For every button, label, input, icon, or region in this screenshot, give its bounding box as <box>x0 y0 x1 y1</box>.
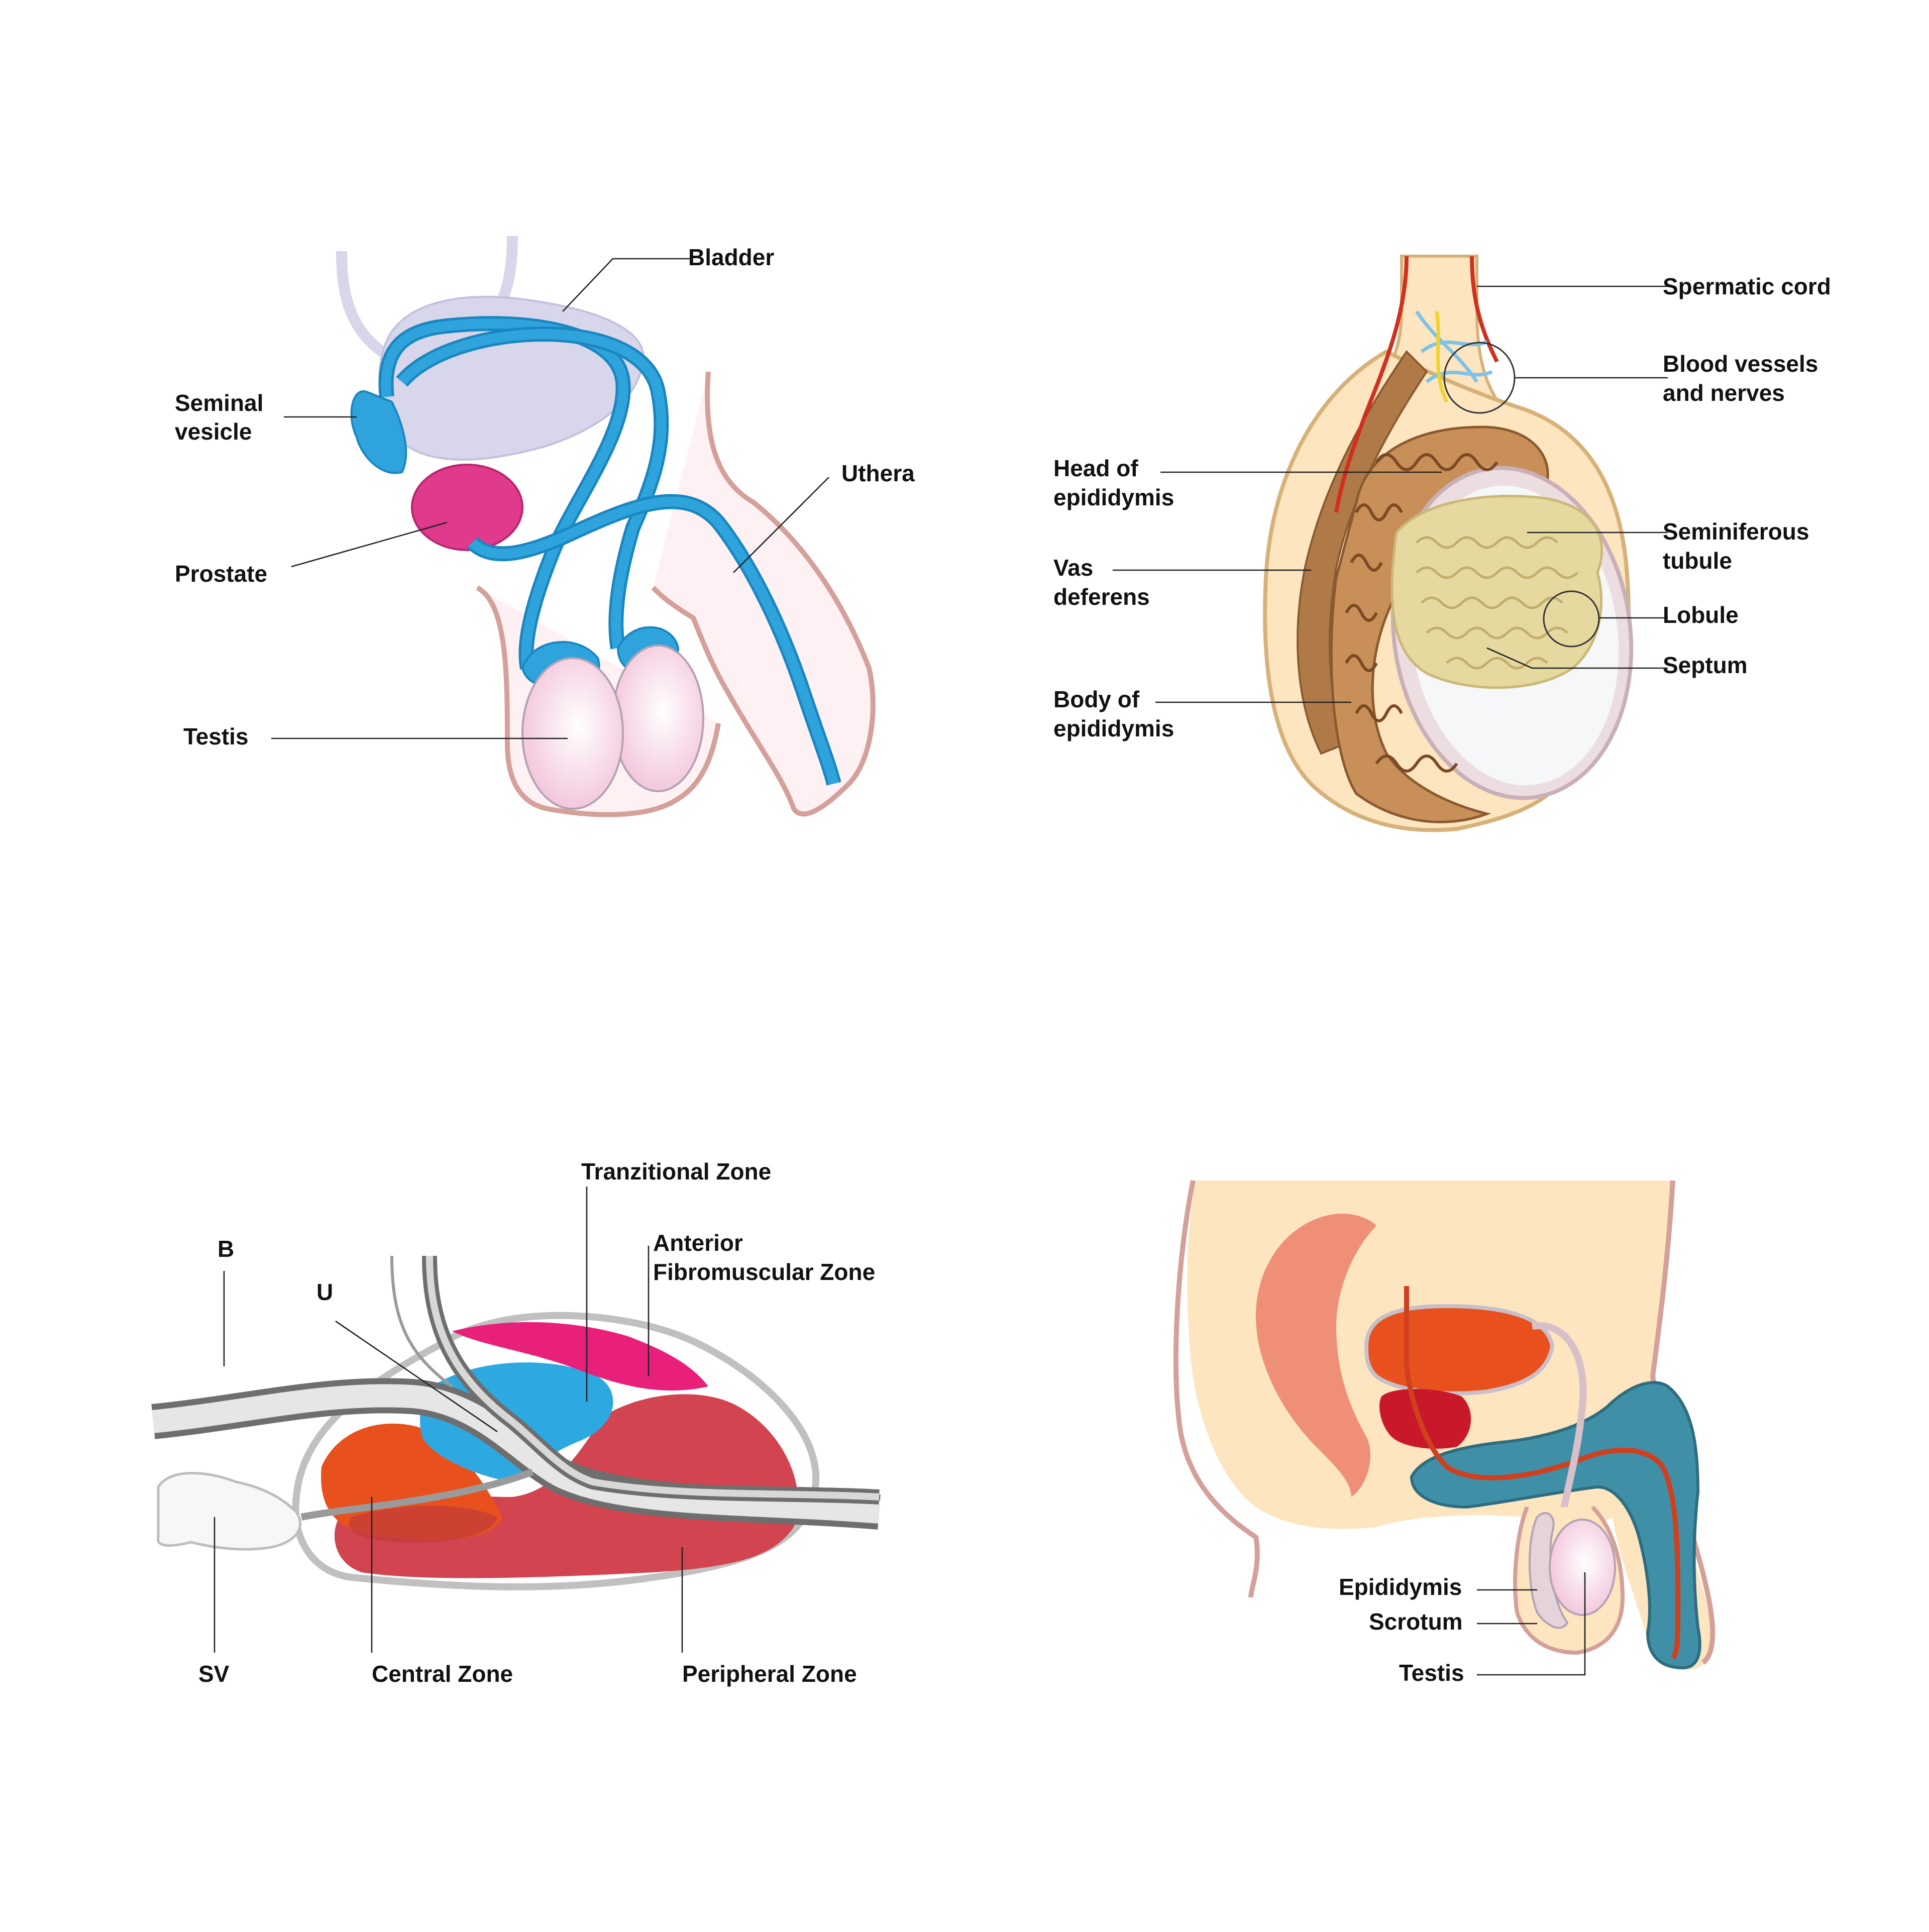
label-head-epididymis-2: epididymis <box>1053 484 1174 510</box>
testis-right <box>612 645 704 792</box>
central-zone-overlap <box>349 1506 497 1543</box>
label-testis-2: Testis <box>1399 1660 1464 1686</box>
leader-septum <box>1486 647 1668 669</box>
vas-deferens-sagittal <box>1404 1286 1680 1660</box>
label-seminiferous-2: tubule <box>1663 548 1732 574</box>
label-lobule: Lobule <box>1663 602 1739 628</box>
epididymis-sagittal <box>1529 1512 1569 1629</box>
vessel-blue-network <box>1415 310 1493 383</box>
label-sv: SV <box>198 1661 230 1687</box>
label-seminal-vesicle-1: Seminal <box>175 390 263 416</box>
leader-testis-2 <box>1477 1572 1586 1676</box>
label-blood-vessels-1: Blood vessels <box>1663 351 1818 377</box>
label-spermatic-cord: Spermatic cord <box>1663 273 1831 299</box>
panel-sagittal-pelvis: Epididymis Scrotum Testis <box>1173 1180 1716 1686</box>
label-septum: Septum <box>1663 652 1748 678</box>
label-prostate: Prostate <box>175 561 267 587</box>
seminal-vesicle-organ <box>350 390 407 474</box>
leader-bladder <box>562 258 691 312</box>
tubule-squiggles <box>1416 536 1578 670</box>
bladder-sagittal <box>1364 1304 1555 1396</box>
urethra-tube-inner <box>468 496 839 785</box>
label-anterior-zone-2: Fibromuscular Zone <box>653 1259 875 1285</box>
panel-prostate-zones: Tranzitional Zone Anterior Fibromuscular… <box>151 1158 881 1687</box>
label-bladder: Bladder <box>688 244 774 270</box>
artery-red-2 <box>1470 256 1499 363</box>
lobule-callout-circle <box>1543 590 1600 648</box>
label-uthera: Uthera <box>841 460 915 486</box>
label-tranzitional-zone: Tranzitional Zone <box>581 1158 771 1185</box>
anterior-fibromuscular-zone <box>452 1322 708 1391</box>
epididymis-coils <box>1345 453 1498 773</box>
label-b: B <box>218 1236 234 1262</box>
label-testis-1: Testis <box>183 723 249 749</box>
testis-left <box>521 657 624 810</box>
ejaculatory-duct-core <box>426 1255 880 1500</box>
penis-shaft <box>1410 1381 1701 1670</box>
leader-uthera <box>733 477 829 573</box>
panel-reproductive-overview: Bladder Seminal vesicle Uthera Prostate … <box>175 236 915 817</box>
label-peripheral-zone: Peripheral Zone <box>682 1661 857 1687</box>
leader-u <box>335 1320 498 1433</box>
seminal-vesicle-shape <box>157 1472 302 1551</box>
label-seminiferous-1: Seminiferous <box>1663 518 1809 545</box>
label-epididymis: Epididymis <box>1339 1574 1462 1600</box>
label-blood-vessels-2: and nerves <box>1663 380 1785 406</box>
artery-red-1 <box>1334 256 1409 513</box>
leader-prostate <box>291 521 448 568</box>
label-scrotum: Scrotum <box>1369 1608 1463 1635</box>
rectum <box>1256 1214 1376 1497</box>
testis-sagittal <box>1549 1519 1616 1616</box>
label-head-epididymis-1: Head of <box>1053 455 1138 481</box>
thin-duct <box>390 1255 453 1388</box>
vas-deferens-right-inner <box>398 329 667 649</box>
nerve-yellow <box>1435 311 1449 403</box>
label-body-epididymis-2: epididymis <box>1053 715 1174 741</box>
label-body-epididymis-1: Body of <box>1053 686 1140 712</box>
vas-deferens-left-inner <box>381 318 628 669</box>
spermatic-duct-sagittal <box>1532 1322 1587 1518</box>
urethra-tube-core <box>152 1384 880 1524</box>
panel-testis-section: Spermatic cord Blood vessels and nerves … <box>1053 255 1831 832</box>
label-anterior-zone-1: Anterior <box>653 1230 743 1256</box>
label-vas-deferens-1: Vas <box>1053 555 1093 581</box>
prostate-organ <box>411 464 523 551</box>
label-u: U <box>316 1279 333 1305</box>
sv-duct <box>300 1468 534 1521</box>
back-skin-line <box>1173 1180 1260 1598</box>
label-vas-deferens-2: deferens <box>1053 584 1150 610</box>
epididymis-body <box>1330 425 1549 823</box>
prostate-sagittal <box>1379 1389 1471 1449</box>
label-seminal-vesicle-2: vesicle <box>175 418 252 445</box>
label-central-zone: Central Zone <box>372 1661 513 1687</box>
